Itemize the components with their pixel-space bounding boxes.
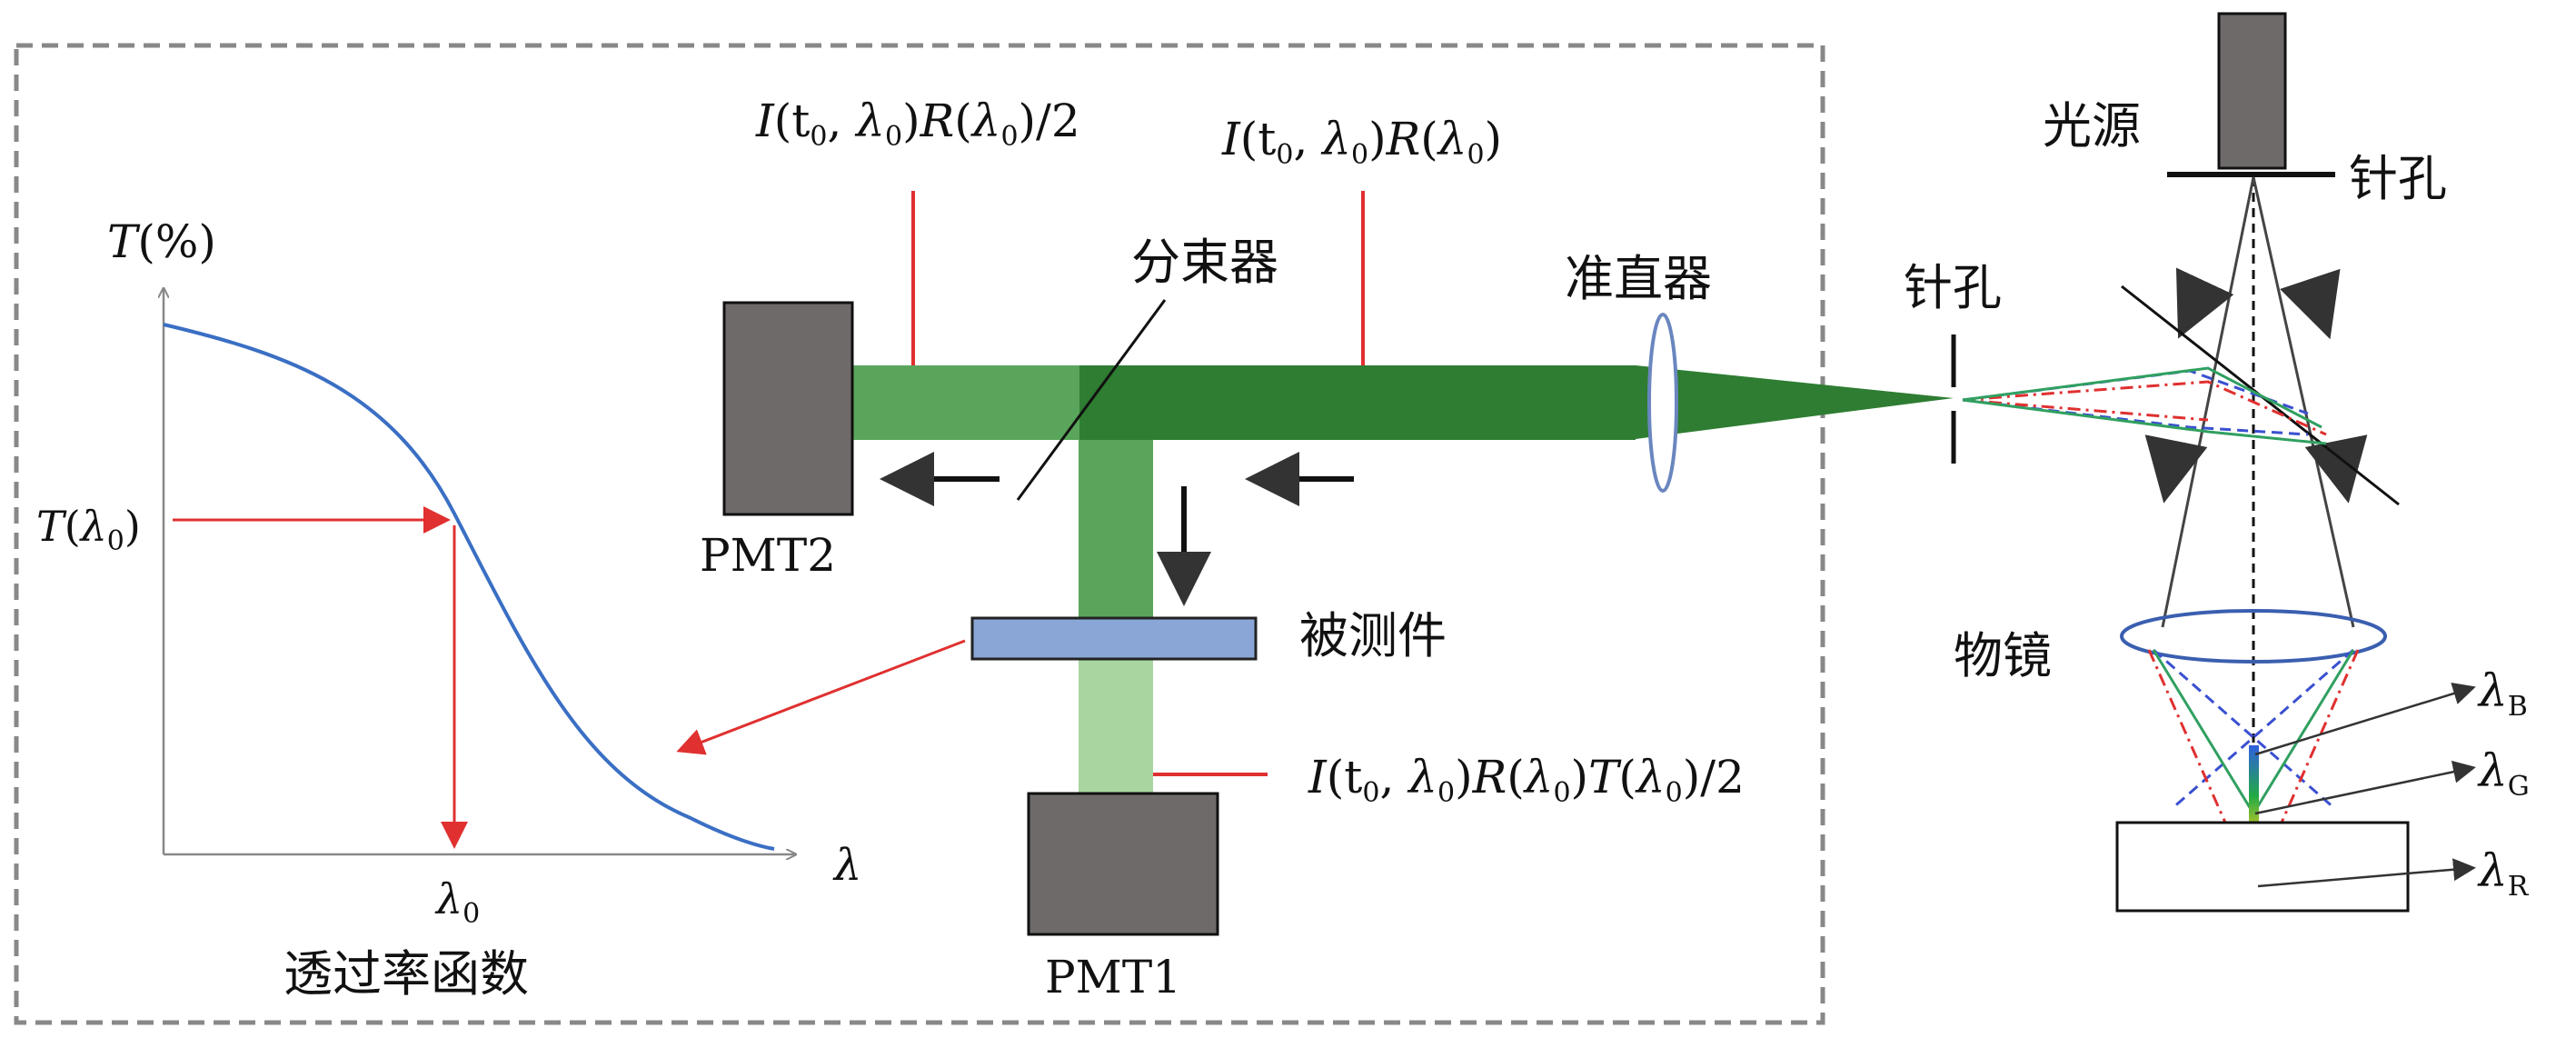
return-ray-red — [1962, 398, 2209, 422]
x-axis-label: λ — [832, 840, 861, 891]
return-ray-green — [1962, 366, 2322, 429]
transmittance-curve — [163, 323, 775, 851]
lambda0-label: λ0 — [434, 874, 480, 930]
collimator-label: 准直器 — [1565, 250, 1712, 307]
ray-arrow — [2280, 268, 2341, 340]
lambda-b-label: λB — [2477, 664, 2528, 723]
beam-splitter — [1016, 299, 1167, 501]
light-source-label: 光源 — [2043, 97, 2141, 155]
y-axis-label: T(%) — [107, 215, 216, 268]
main-beam — [1079, 365, 1636, 440]
lambda-g-label: λG — [2477, 744, 2530, 803]
return-ray-green — [1962, 398, 2327, 445]
beam-paths — [852, 365, 1954, 793]
sample-label: 被测件 — [1299, 607, 1447, 664]
transmittance-graph: T(%) T(λ0) λ λ0 透过率函数 — [36, 215, 861, 1003]
downward-beam — [1079, 440, 1153, 618]
pmt1-detector — [1027, 792, 1219, 936]
converging-beam — [1636, 365, 1954, 439]
ray-right — [2252, 176, 2355, 628]
workpiece-surface — [2115, 821, 2410, 913]
focus-blue — [2171, 648, 2354, 811]
pinhole-top-label: 针孔 — [2349, 150, 2447, 207]
setup-boundary — [14, 43, 1825, 1025]
ray-arrow — [2304, 434, 2368, 504]
pointer-lambda-b — [2254, 682, 2476, 756]
pmt2-detector — [722, 301, 854, 516]
return-ray-blue — [1962, 398, 2309, 436]
objective-label: 物镜 — [1954, 627, 2052, 684]
objective-lens — [2120, 609, 2387, 664]
pmt2-beam — [852, 365, 1079, 440]
lambda-r-label: λR — [2477, 844, 2530, 903]
ray-left — [2161, 176, 2255, 628]
signal-label-half: I(t0, λ0)R(λ0)/2 — [755, 95, 1080, 153]
beam-splitter-label: 分束器 — [1131, 234, 1278, 291]
pointer-lambda-r — [2257, 858, 2476, 888]
return-ray-red — [1962, 380, 2327, 436]
ray-arrow — [2144, 434, 2208, 504]
signal-label-transmitted: I(t0, λ0)R(λ0)T(λ0)/2 — [1308, 751, 1745, 809]
pointer-lambda-g — [2254, 760, 2476, 815]
pmt1-label: PMT1 — [1045, 951, 1181, 1003]
signal-label-reflected: I(t0, λ0)R(λ0) — [1221, 113, 1502, 171]
light-source — [2217, 12, 2287, 170]
collimator-lens — [1647, 313, 1678, 493]
ray-arrow — [2175, 267, 2234, 339]
focus-blue — [2153, 648, 2336, 811]
chromatic-spectrum — [2249, 745, 2259, 891]
focus-green — [2252, 649, 2355, 814]
pinhole-left-label: 针孔 — [1904, 259, 2002, 316]
focus-green — [2152, 649, 2255, 814]
sample-under-test — [970, 616, 1258, 661]
transmittance-function-label: 透过率函数 — [283, 945, 529, 1003]
pmt2-label: PMT2 — [700, 529, 836, 582]
t-lambda0-label: T(λ0) — [36, 502, 141, 557]
transmitted-beam — [1079, 644, 1153, 793]
confocal-probe — [1951, 12, 2476, 913]
sample-to-graph-arrow — [676, 639, 966, 755]
